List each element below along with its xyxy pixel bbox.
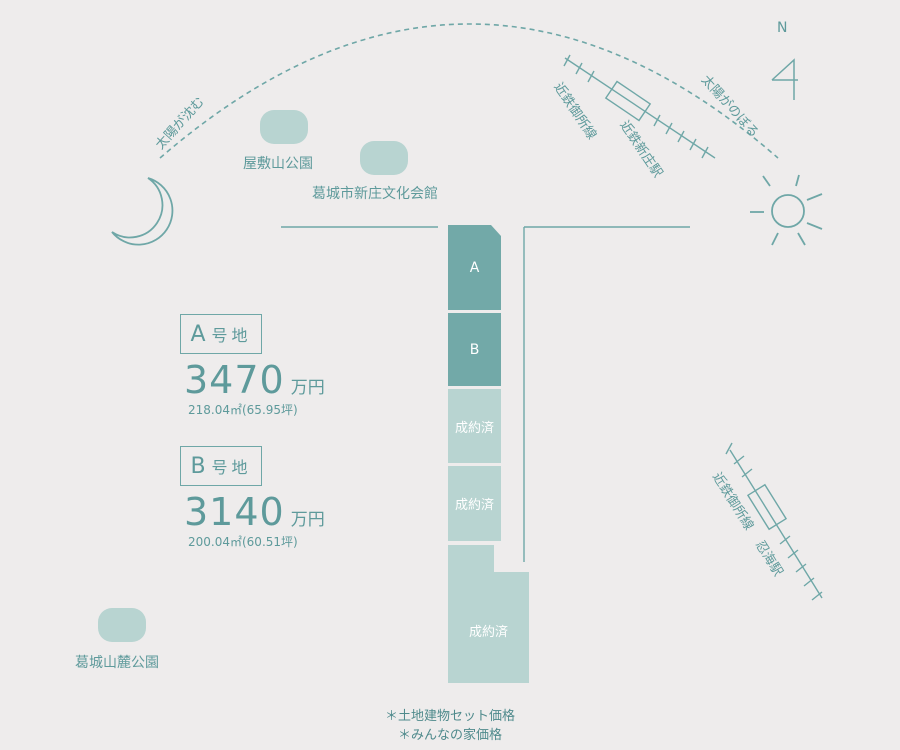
lot-b-shape — [448, 313, 501, 386]
park-fumoto-label: 葛城山麓公園 — [75, 655, 159, 671]
lot-sold-3-shape — [448, 545, 529, 683]
shinjo-hall-label: 葛城市新庄文化会館 — [312, 186, 438, 202]
listing-a-price-number: 3470 — [184, 358, 285, 402]
park-fumoto-icon — [98, 608, 146, 642]
listing-a-area: 218.04㎡(65.95坪) — [188, 403, 298, 417]
roads — [281, 226, 690, 562]
lot-a-label: A — [469, 259, 480, 276]
sun-icon — [750, 174, 823, 246]
north-arrow-icon — [771, 58, 798, 100]
lot-a-shape — [448, 225, 501, 310]
park-yashikiyama-icon — [260, 110, 308, 144]
north-label: N — [777, 20, 788, 36]
note-line-1: ＊土地建物セット価格 — [384, 709, 515, 724]
lot-b-label: B — [469, 341, 480, 358]
listing-b-price-unit: 万円 — [290, 510, 325, 530]
lot-parcels — [448, 225, 529, 683]
railway-line-1 — [563, 54, 716, 159]
lot-sold-3-label: 成約済 — [468, 624, 508, 640]
listing-a-letter: A — [190, 321, 206, 347]
listing-a-suffix: 号地 — [211, 326, 252, 345]
shinjo-hall-icon — [360, 141, 408, 175]
lot-sold-2-label: 成約済 — [454, 498, 494, 513]
lot-sold-1-shape — [448, 389, 501, 463]
listing-a-price-unit: 万円 — [290, 378, 325, 398]
lot-sold-2-shape — [448, 466, 501, 541]
listing-b-suffix: 号地 — [211, 458, 252, 477]
railway-line-2 — [725, 442, 823, 601]
moon-icon — [111, 177, 174, 246]
lot-sold-1-label: 成約済 — [454, 420, 494, 436]
listing-b-badge: B 号地 — [180, 446, 262, 486]
listing-a-badge: A 号地 — [180, 314, 262, 354]
sun-path-arc — [159, 23, 779, 159]
park-yashikiyama-label: 屋敷山公園 — [243, 156, 313, 172]
note-line-2: ＊みんなの家価格 — [397, 728, 502, 743]
listing-b-area: 200.04㎡(60.51坪) — [188, 535, 298, 549]
listing-b-letter: B — [190, 453, 206, 479]
listing-b-price-number: 3140 — [184, 490, 285, 534]
